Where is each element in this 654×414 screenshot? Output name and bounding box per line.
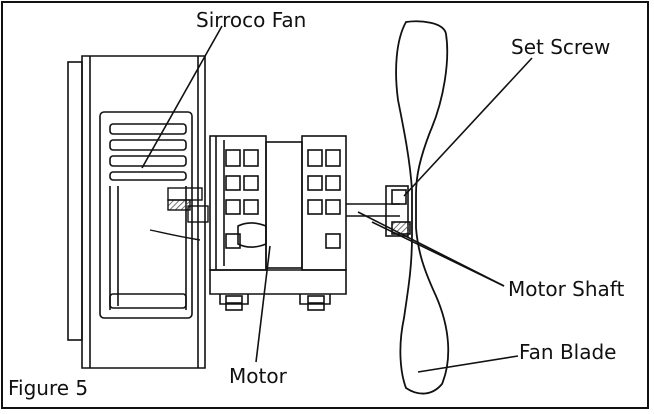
leader-lines [141, 25, 533, 373]
figure-frame [1, 1, 649, 409]
leader-sirroco-fan [141, 25, 223, 169]
label-fan-blade: Fan Blade [519, 340, 617, 364]
hub-mount [149, 187, 209, 241]
label-sirroco-fan: Sirroco Fan [196, 8, 307, 32]
leader-set-screw [403, 57, 533, 197]
leader-motor-shaft-b [371, 221, 505, 287]
motor-shaft [346, 203, 400, 217]
motor-body [209, 135, 347, 311]
sirroco-fan-housing [67, 55, 206, 369]
label-motor: Motor [229, 364, 287, 388]
figure-caption: Figure 5 [8, 376, 89, 400]
label-set-screw: Set Screw [511, 35, 611, 59]
leader-motor [255, 245, 271, 363]
label-motor-shaft: Motor Shaft [508, 277, 625, 301]
leader-fan-blade [417, 355, 519, 373]
fan-blade [395, 20, 450, 395]
